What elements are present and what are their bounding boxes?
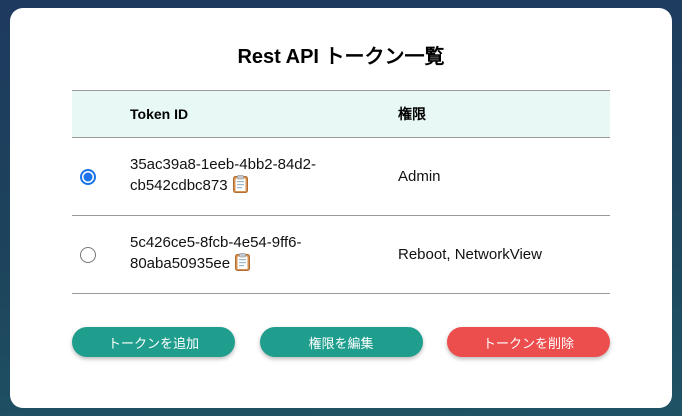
- token-id-cell: 35ac39a8-1eeb-4bb2-84d2-cb542cdbc873: [130, 155, 398, 199]
- edit-permission-button[interactable]: 権限を編集: [259, 327, 423, 357]
- permission-value: Reboot, NetworkView: [398, 246, 542, 263]
- header-cell-permission: 権限: [398, 106, 426, 122]
- header-cell-token-id: Token ID: [130, 106, 189, 122]
- token-id-value: 35ac39a8-1eeb-4bb2-84d2-cb542cdbc873: [130, 155, 316, 194]
- table-row: 35ac39a8-1eeb-4bb2-84d2-cb542cdbc873 Adm…: [72, 138, 610, 216]
- token-id-value: 5c426ce5-8fcb-4e54-9ff6-80aba50935ee: [130, 233, 302, 272]
- table-header-row: Token ID 権限: [72, 90, 610, 138]
- token-id-cell: 5c426ce5-8fcb-4e54-9ff6-80aba50935ee: [130, 233, 398, 277]
- clipboard-icon[interactable]: [232, 174, 248, 199]
- radio-cell: [72, 168, 130, 185]
- clipboard-icon[interactable]: [235, 252, 251, 277]
- token-radio[interactable]: [80, 168, 96, 185]
- token-table: Token ID 権限 35ac39a8-1eeb-4bb2-84d2-cb54…: [72, 90, 610, 294]
- table-row: 5c426ce5-8fcb-4e54-9ff6-80aba50935ee Reb…: [72, 216, 610, 294]
- radio-cell: [72, 246, 130, 263]
- token-radio[interactable]: [80, 246, 96, 263]
- action-buttons: トークンを追加 権限を編集 トークンを削除: [72, 327, 610, 357]
- page-title: Rest API トークン一覧: [237, 46, 445, 68]
- permission-value: Admin: [398, 168, 441, 185]
- add-token-button[interactable]: トークンを追加: [72, 327, 235, 357]
- delete-token-button[interactable]: トークンを削除: [447, 327, 610, 357]
- token-list-card: Rest API トークン一覧 Token ID 権限 35ac39a8-1ee…: [10, 8, 672, 408]
